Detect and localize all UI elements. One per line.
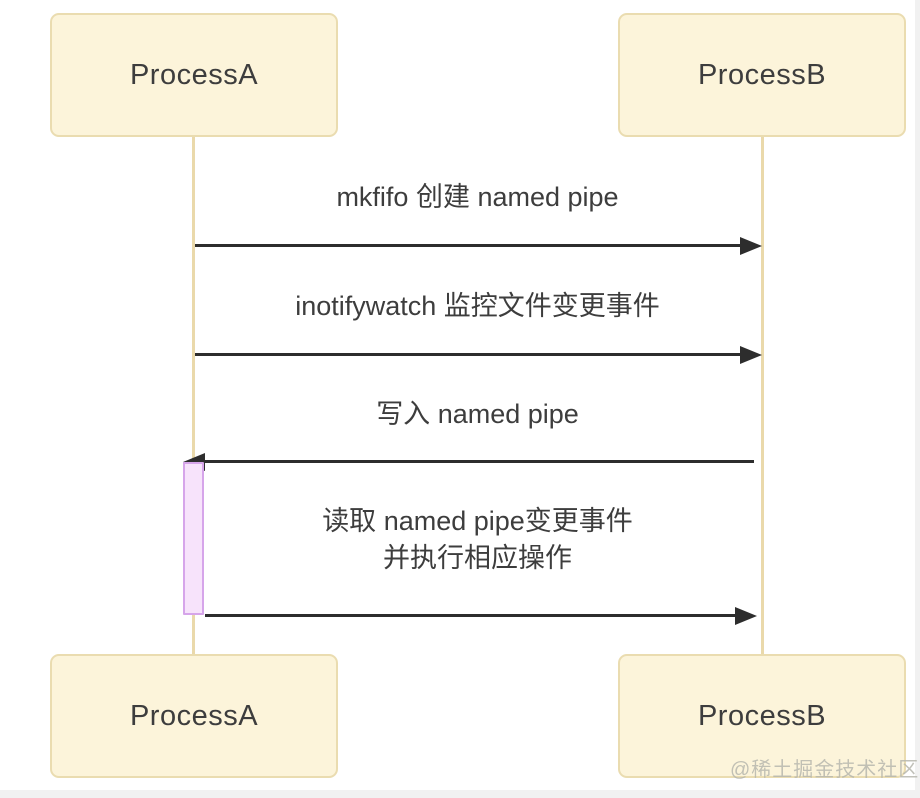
lifeline-process-a: [192, 137, 195, 654]
actor-label: ProcessB: [697, 699, 827, 732]
message-arrow-2: [195, 353, 741, 356]
message-arrow-1: [195, 244, 741, 247]
actor-box-process-b-top: ProcessB: [618, 13, 906, 137]
actor-label: ProcessA: [129, 699, 259, 732]
message-arrow-4: [205, 614, 735, 617]
activation-bar-process-a: [183, 462, 204, 615]
watermark: @稀土掘金技术社区: [730, 759, 920, 781]
actor-label: ProcessA: [129, 58, 259, 91]
arrowhead-right-icon: [740, 237, 762, 255]
actor-box-process-a-bottom: ProcessA: [50, 654, 338, 778]
message-label-3: 写入 named pipe: [376, 399, 579, 429]
message-arrow-3: [205, 460, 754, 463]
message-label-4-line1: 读取 named pipe变更事件: [322, 506, 633, 536]
arrowhead-right-icon: [735, 607, 757, 625]
lifeline-process-b: [761, 137, 764, 654]
message-label-4: 读取 named pipe变更事件 并执行相应操作: [193, 503, 762, 577]
page-edge-bottom: [0, 790, 920, 798]
actor-box-process-a-top: ProcessA: [50, 13, 338, 137]
message-label-2: inotifywatch 监控文件变更事件: [295, 291, 660, 321]
actor-label: ProcessB: [697, 58, 827, 91]
message-label-1: mkfifo 创建 named pipe: [336, 182, 619, 212]
arrowhead-right-icon: [740, 346, 762, 364]
page-edge-right: [915, 0, 920, 798]
message-label-4-line2: 并执行相应操作: [383, 543, 572, 573]
actor-box-process-b-bottom: ProcessB: [618, 654, 906, 778]
